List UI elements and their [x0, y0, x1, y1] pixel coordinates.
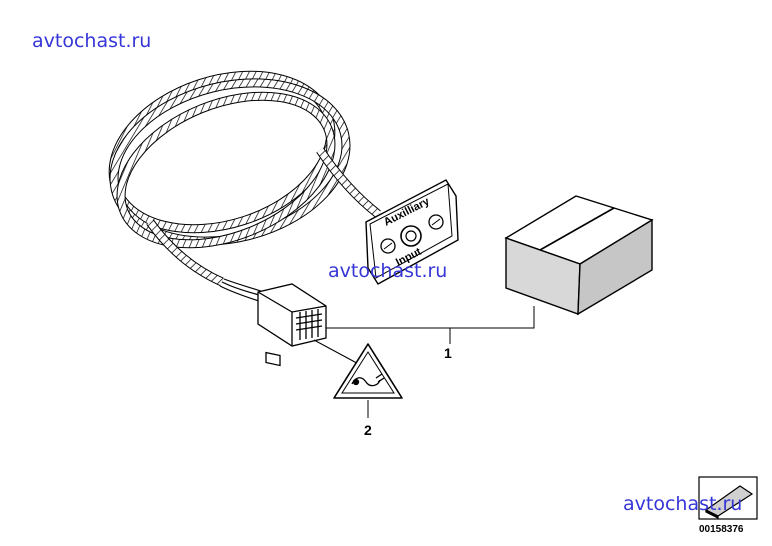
plug-icon — [351, 373, 385, 387]
leader-lines-1 — [326, 306, 535, 344]
watermark-top-left: avtochast.ru — [32, 30, 152, 52]
aux-input-panel: Auxilliary Input — [365, 179, 459, 285]
watermark-bottom-right: avtochast.ru — [623, 493, 743, 515]
callout-2: 2 — [364, 422, 372, 438]
callout-1: 1 — [444, 345, 452, 361]
package-box — [504, 195, 654, 316]
document-icon — [698, 476, 758, 520]
watermark-center: avtochast.ru — [328, 260, 448, 282]
connector-plug — [257, 283, 327, 367]
warning-triangle-label — [313, 339, 403, 418]
document-number: 00158376 — [699, 524, 744, 535]
cable-coil — [108, 70, 381, 303]
